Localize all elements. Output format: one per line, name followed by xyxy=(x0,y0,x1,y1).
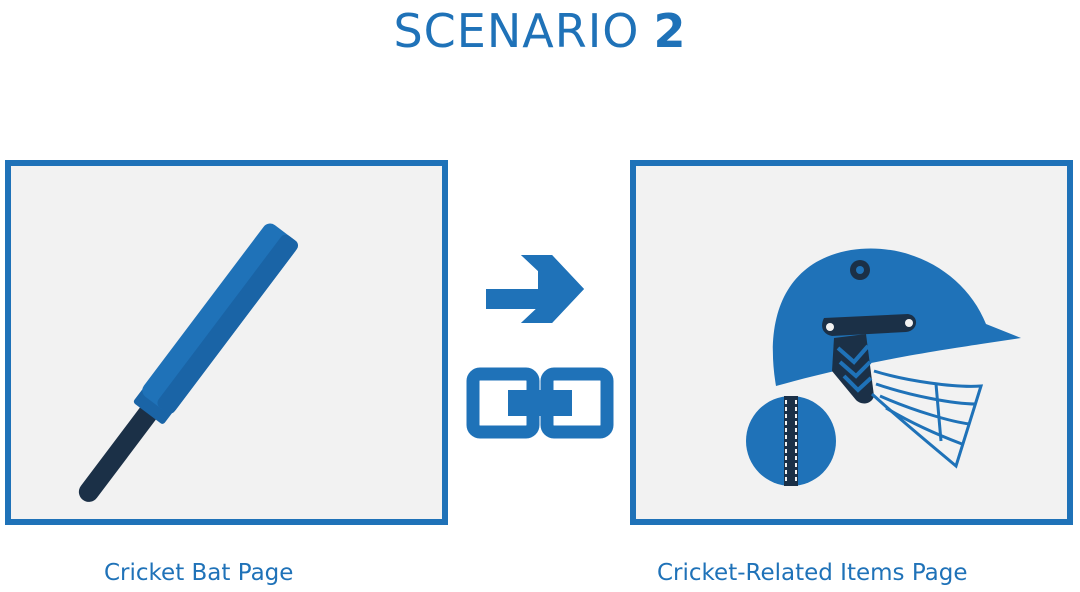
bat-shoulder xyxy=(133,387,174,424)
cricket-related-items-page-caption: Cricket-Related Items Page xyxy=(657,560,968,586)
chain-link-icon xyxy=(466,367,614,439)
bat-handle xyxy=(78,402,160,502)
cricket-related-items-page-panel xyxy=(630,160,1073,525)
cricket-helmet-icon xyxy=(746,248,1021,486)
arrow-right-icon xyxy=(486,255,584,323)
bat-blade-shade xyxy=(157,234,299,414)
helmet-grille xyxy=(870,369,984,469)
helmet-visor xyxy=(822,314,917,336)
cricket-bat-page-panel xyxy=(5,160,448,525)
title-prefix: SCENARIO xyxy=(393,4,640,58)
cricket-bat-page-caption: Cricket Bat Page xyxy=(104,560,294,586)
title-number: 2 xyxy=(653,4,687,58)
cricket-bat-icon xyxy=(78,223,299,502)
